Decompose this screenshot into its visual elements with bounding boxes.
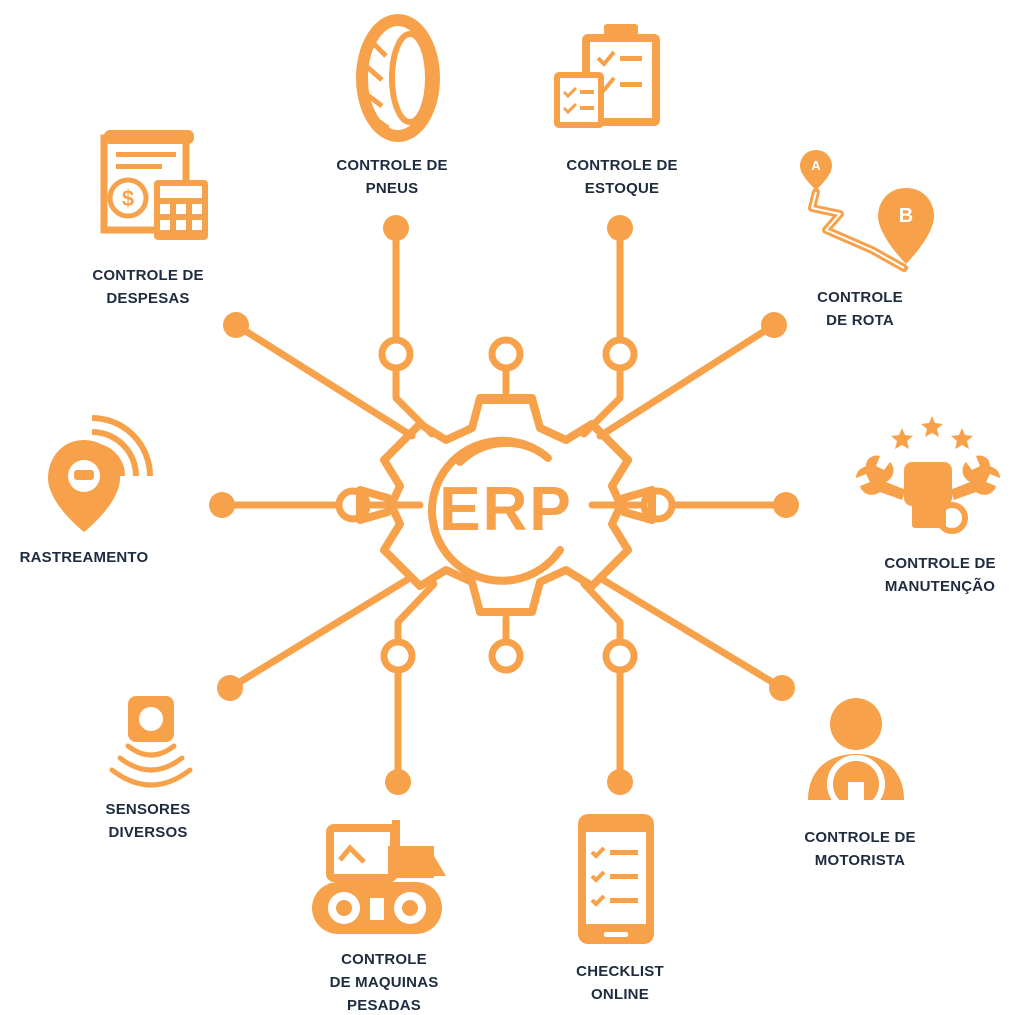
connector-checklist bbox=[580, 580, 624, 786]
connector-despesas bbox=[232, 321, 416, 440]
tracked-tractor-icon bbox=[312, 820, 446, 934]
clipboard-checklist-icon bbox=[554, 24, 660, 128]
center-label: ERP bbox=[439, 475, 572, 544]
wrench-fist-icon bbox=[856, 416, 1000, 534]
svg-text:B: B bbox=[899, 205, 913, 227]
svg-text:A: A bbox=[811, 158, 821, 173]
connector-maquinas bbox=[394, 580, 438, 786]
connector-motorista bbox=[596, 574, 786, 692]
connector-estoque bbox=[580, 224, 624, 438]
route-pin-icon: A B bbox=[800, 150, 934, 272]
sensor-icon bbox=[109, 696, 193, 788]
connector-pneus bbox=[392, 224, 436, 438]
gear-icon bbox=[356, 394, 656, 616]
gps-tracking-icon bbox=[48, 415, 153, 532]
connector-rota bbox=[596, 321, 778, 440]
expenses-calculator-icon: $ bbox=[100, 130, 208, 240]
tire-icon bbox=[356, 14, 440, 142]
smartphone-checklist-icon bbox=[578, 814, 654, 944]
connector-sensores bbox=[226, 574, 414, 692]
svg-text:$: $ bbox=[122, 186, 134, 211]
driver-icon bbox=[808, 698, 904, 813]
label-rastreamento: RASTREAMENTO bbox=[19, 549, 149, 566]
endpoint-dots bbox=[209, 215, 799, 795]
